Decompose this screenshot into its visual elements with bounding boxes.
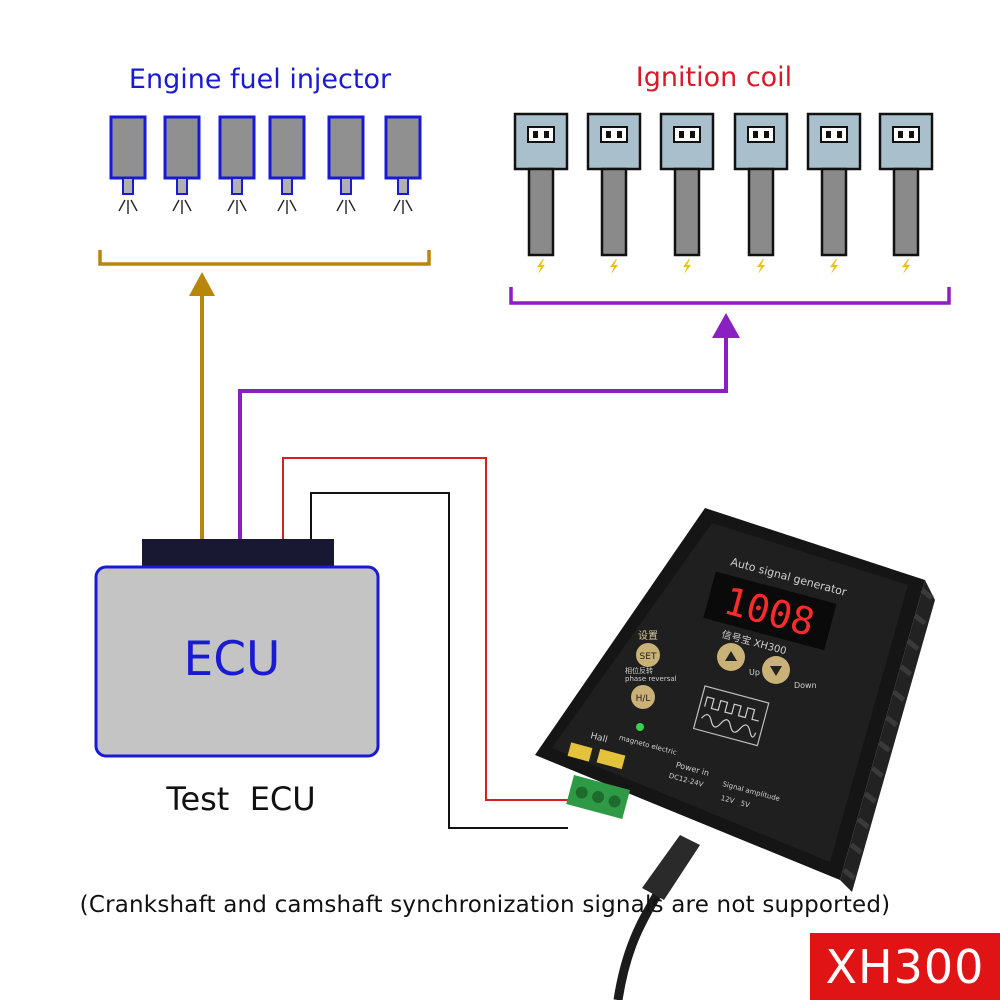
- spark-icon: [610, 259, 618, 274]
- spark-icon: [830, 259, 838, 274]
- coil-4: [733, 112, 789, 274]
- generator-side-grip: [840, 580, 935, 892]
- up-arrow-icon: [725, 651, 737, 661]
- cable-strain-relief: [642, 835, 700, 900]
- coil-5: [806, 112, 862, 274]
- coil-3: [659, 112, 715, 274]
- phase-label: phase reversal: [625, 675, 677, 683]
- injector-group-label: Engine fuel injector: [129, 64, 392, 95]
- spark-icon: [757, 259, 765, 274]
- ecu-box: [94, 565, 380, 758]
- hall-label: Hall: [589, 731, 608, 745]
- ecu-label: ECU: [184, 632, 281, 687]
- ecu-caption: Test ECU: [165, 780, 315, 818]
- side-grip-ribs: [842, 588, 934, 880]
- ecu-connector: [142, 539, 334, 569]
- ignition-bracket: [509, 287, 951, 305]
- injector-3: [218, 115, 256, 214]
- spray-icon: [336, 199, 356, 214]
- injector-bracket: [98, 250, 431, 266]
- coil-row: [513, 112, 934, 274]
- spray-icon: [118, 199, 138, 214]
- down-label: Down: [794, 681, 817, 690]
- injector-arrow-head: [189, 272, 215, 296]
- spray-icon: [277, 199, 297, 214]
- ignition-group-label: Ignition coil: [636, 62, 792, 93]
- spark-icon: [537, 259, 545, 274]
- waveform-icon: [692, 685, 770, 747]
- spray-icon: [227, 199, 247, 214]
- model-badge: XH300: [810, 933, 1000, 1000]
- set-button-label: SET: [640, 652, 657, 662]
- injector-2: [163, 115, 201, 214]
- status-led: [636, 723, 644, 731]
- spray-icon: [393, 199, 413, 214]
- injector-1: [109, 115, 147, 214]
- footnote-caption: (Crankshaft and camshaft synchronization…: [79, 892, 891, 918]
- green-terminal-block: [566, 775, 631, 819]
- set-cn-label: 设置: [638, 630, 658, 642]
- ignition-arrow-head: [712, 313, 740, 338]
- injector-4: [268, 115, 306, 214]
- set-button[interactable]: [636, 643, 660, 667]
- coil-1: [513, 112, 569, 274]
- injector-row: [109, 115, 422, 214]
- black-ground-wire: [310, 492, 568, 829]
- coil-2: [586, 112, 642, 274]
- red-signal-wire: [282, 457, 568, 801]
- ignition-signal-line: [238, 335, 728, 540]
- spark-icon: [683, 259, 691, 274]
- coil-6: [878, 112, 934, 274]
- magneto-terminal-switch[interactable]: [596, 748, 626, 770]
- hall-terminal-switch[interactable]: [567, 742, 593, 762]
- generator-face-labels: Auto signal generator 1008 信号宝 XH300: [703, 555, 848, 657]
- injector-6: [384, 115, 422, 214]
- up-label: Up: [749, 668, 760, 677]
- down-arrow-icon: [770, 666, 782, 676]
- hl-button-label: H/L: [636, 694, 651, 704]
- spray-icon: [172, 199, 192, 214]
- phase-cn-label: 相位反转: [625, 666, 653, 675]
- hl-button[interactable]: [631, 685, 655, 709]
- led-display-window: [703, 571, 837, 651]
- injector-5: [327, 115, 365, 214]
- signal-generator: Auto signal generator 1008 信号宝 XH300 设置 …: [535, 508, 935, 892]
- spark-icon: [902, 259, 910, 274]
